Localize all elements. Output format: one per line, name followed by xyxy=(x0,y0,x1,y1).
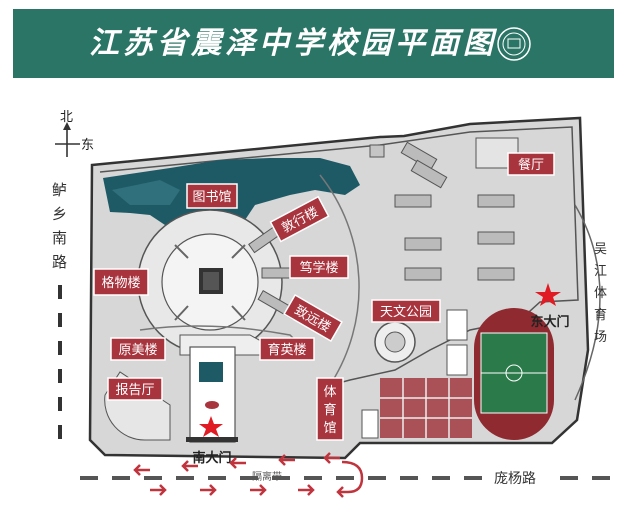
label-east-gate: 东大门 xyxy=(530,314,569,330)
svg-text:体: 体 xyxy=(594,286,607,301)
building-labels: 图书馆 敦行楼 笃学楼 致远楼 格物楼 原美楼 育英楼 报告厅 天文公园 体 xyxy=(93,152,555,441)
svg-text:育: 育 xyxy=(594,307,607,323)
label-observatory-park: 天文公园 xyxy=(380,305,432,320)
title-banner: 江苏省震泽中学校园平面图 xyxy=(13,9,614,78)
compass-east: 东 xyxy=(81,138,94,153)
label-canteen: 餐厅 xyxy=(518,157,544,173)
label-gym-3: 馆 xyxy=(323,421,336,436)
observatory-park xyxy=(374,309,468,376)
label-median: 隔离带 xyxy=(252,470,282,483)
compass-north: 北 xyxy=(60,110,73,125)
east-gate-star-icon xyxy=(535,283,561,306)
west-road-label-3: 南 xyxy=(52,229,67,247)
label-gym-2: 育 xyxy=(323,402,336,418)
label-gym-1: 体 xyxy=(323,385,336,400)
basketball-courts xyxy=(361,378,472,439)
west-road-label-4: 路 xyxy=(52,253,67,271)
label-report-hall: 报告厅 xyxy=(115,383,154,398)
label-south-gate: 南大门 xyxy=(192,450,231,466)
south-gate: 南大门 xyxy=(192,416,232,466)
south-road: 庞杨路 隔离带 xyxy=(80,452,620,498)
central-plaza xyxy=(137,209,283,355)
label-library: 图书馆 xyxy=(192,190,231,205)
label-gewu: 格物楼 xyxy=(101,275,140,291)
sports-field xyxy=(474,308,554,440)
campus-inner-wall xyxy=(99,126,579,389)
svg-text:吴: 吴 xyxy=(594,242,607,257)
label-yuying: 育英楼 xyxy=(267,342,306,358)
label-yuanmei: 原美楼 xyxy=(118,343,157,358)
svg-text:场: 场 xyxy=(594,330,607,345)
east-stadium xyxy=(574,204,601,401)
south-gate-area xyxy=(104,334,269,443)
compass: 北 东 xyxy=(55,110,94,157)
school-emblem-icon xyxy=(497,27,531,61)
map-title: 江苏省震泽中学校园平面图 xyxy=(89,26,497,61)
label-duxue: 笃学楼 xyxy=(299,260,338,276)
dormitory-blocks xyxy=(369,137,519,281)
west-road: 鲈 乡 南 路 xyxy=(52,181,67,450)
east-gate: 东大门 xyxy=(530,283,570,330)
label-south-road: 庞杨路 xyxy=(494,471,536,487)
west-road-label-2: 乡 xyxy=(52,205,67,223)
south-gate-star-icon xyxy=(199,416,223,437)
svg-text:江: 江 xyxy=(594,264,607,279)
west-road-label-1: 鲈 xyxy=(52,181,67,199)
east-road: 吴 江 体 育 场 xyxy=(594,242,607,345)
